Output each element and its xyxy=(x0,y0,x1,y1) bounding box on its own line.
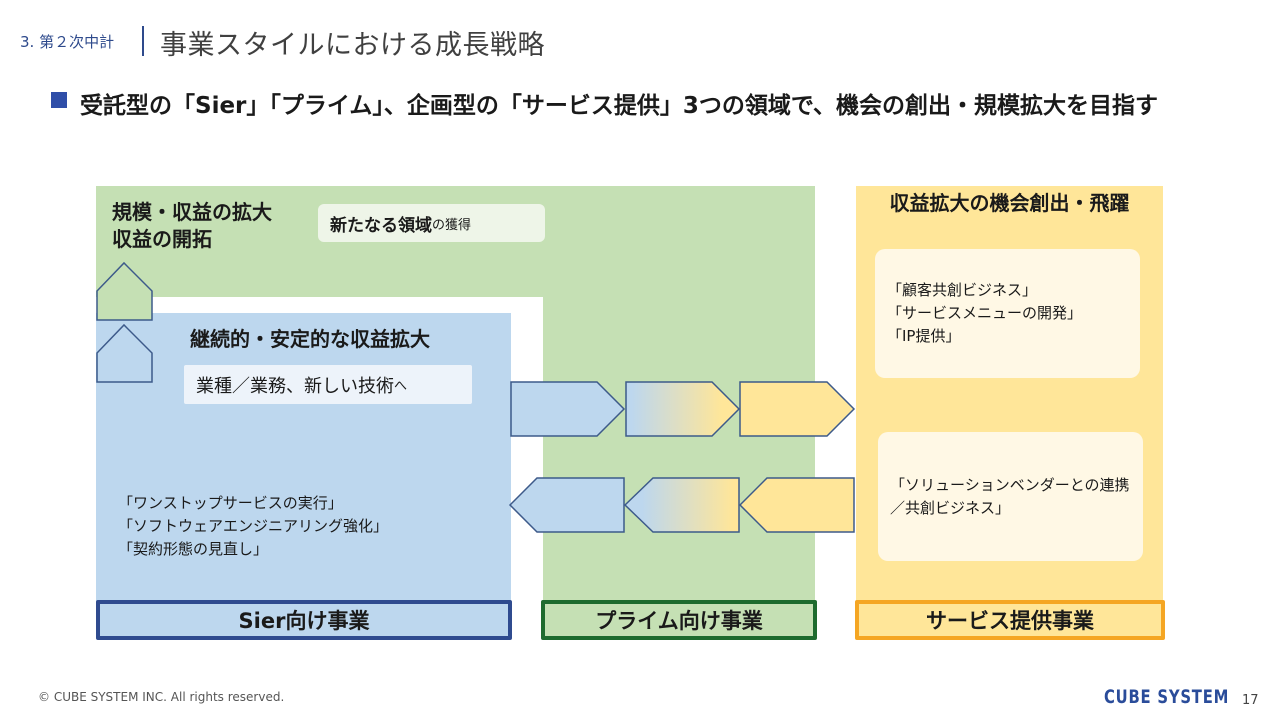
prime-heading-line-1: 規模・収益の拡大 xyxy=(112,200,272,224)
segment-prime: プライム向け事業 xyxy=(541,600,817,640)
service-card-vendor: 「ソリューションベンダーとの連携 ／共創ビジネス」 xyxy=(878,432,1143,561)
title-divider xyxy=(142,26,144,56)
service-region-heading: 収益拡大の機会創出・飛躍 xyxy=(889,191,1130,215)
subtitle: 受託型の「Sier」「プライム」、企画型の「サービス提供」3つの領域で、機会の創… xyxy=(80,93,1159,119)
sier-region-heading: 継続的・安定的な収益拡大 xyxy=(190,327,430,351)
bullet-square-icon xyxy=(51,92,67,108)
segment-service: サービス提供事業 xyxy=(855,600,1165,640)
tech-tag-strong: 業種／業務、新しい技術 xyxy=(196,375,394,397)
service-card-notes: 「ソリューションベンダーとの連携 ／共創ビジネス」 xyxy=(890,474,1131,520)
service-note: 「ソリューションベンダーとの連携 xyxy=(890,475,1130,494)
service-note: 「サービスメニューの開発」 xyxy=(887,304,1083,322)
service-note: 「顧客共創ビジネス」 xyxy=(887,281,1038,299)
service-note: ／共創ビジネス」 xyxy=(890,498,1011,517)
brand-logo: CUBE SYSTEM xyxy=(1104,686,1230,708)
sier-notes: 「ワンストップサービスの実行」 「ソフトウェアエンジニアリング強化」 「契約形態… xyxy=(118,492,388,561)
prime-region-column xyxy=(543,297,815,601)
prime-region-heading: 規模・収益の拡大 収益の開拓 xyxy=(112,199,272,253)
copyright: © CUBE SYSTEM INC. All rights reserved. xyxy=(38,690,285,704)
sier-region xyxy=(96,313,511,601)
page-title: 事業スタイルにおける成長戦略 xyxy=(160,30,545,61)
new-domain-tag: 新たなる領域 の獲得 xyxy=(318,204,545,242)
sier-note: 「契約形態の見直し」 xyxy=(118,540,269,558)
section-label: 3. 第２次中計 xyxy=(20,33,115,51)
sier-note: 「ワンストップサービスの実行」 xyxy=(118,494,343,512)
service-card-cocreation: 「顧客共創ビジネス」 「サービスメニューの開発」 「IP提供」 xyxy=(875,249,1140,378)
sier-note: 「ソフトウェアエンジニアリング強化」 xyxy=(118,517,389,535)
service-card-notes: 「顧客共創ビジネス」 「サービスメニューの開発」 「IP提供」 xyxy=(887,279,1128,348)
tech-tag-small: へ xyxy=(394,379,408,394)
new-domain-tag-small: の獲得 xyxy=(432,217,472,233)
tech-tag: 業種／業務、新しい技術 へ xyxy=(184,365,472,404)
service-note: 「IP提供」 xyxy=(887,327,961,345)
new-domain-tag-strong: 新たなる領域 xyxy=(330,215,432,236)
page-number: 17 xyxy=(1242,693,1259,708)
prime-heading-line-2: 収益の開拓 xyxy=(112,227,212,251)
segment-sier: Sier向け事業 xyxy=(96,600,512,640)
